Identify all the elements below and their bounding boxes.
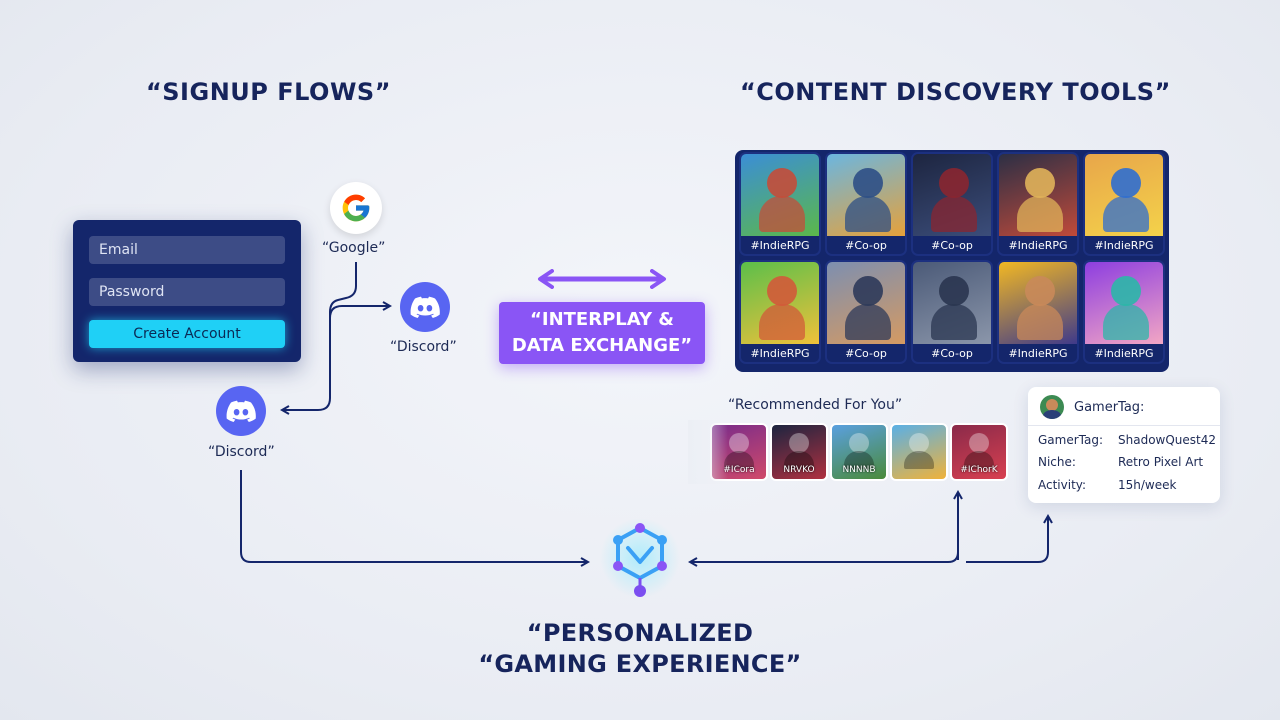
content-tile[interactable]: #Co-op: [825, 260, 907, 364]
recommended-fade-left: [688, 420, 728, 484]
discord-signin-button-right[interactable]: [400, 282, 450, 332]
content-tile[interactable]: #IndieRPG: [739, 260, 821, 364]
tile-tag: #Co-op: [931, 239, 973, 252]
content-tile[interactable]: #IndieRPG: [1083, 260, 1165, 364]
recommended-item[interactable]: #IChorK: [950, 423, 1008, 481]
content-tile[interactable]: #Co-op: [911, 260, 993, 364]
content-discovery-title: “CONTENT DISCOVERY TOOLS”: [740, 78, 1171, 106]
personalization-hub-icon: [600, 518, 680, 598]
content-tile[interactable]: #Co-op: [911, 152, 993, 256]
city-icon: [827, 262, 905, 344]
tile-tag: #IndieRPG: [1094, 347, 1154, 360]
recommended-tag: #ICora: [723, 465, 755, 475]
discord-icon: [226, 400, 256, 422]
recommended-item[interactable]: [890, 423, 948, 481]
create-account-button[interactable]: Create Account: [89, 320, 285, 348]
profile-niche-label: Niche:: [1038, 455, 1076, 469]
tile-tag: #Co-op: [845, 347, 887, 360]
avatar-icon: [1085, 262, 1163, 344]
dark-knight-icon: [913, 154, 991, 236]
profile-activity-label: Activity:: [1038, 478, 1087, 492]
content-tile[interactable]: #IndieRPG: [739, 152, 821, 256]
tile-tag: #Co-op: [845, 239, 887, 252]
tile-tag: #IndieRPG: [750, 239, 810, 252]
content-tile[interactable]: #IndieRPG: [997, 260, 1079, 364]
content-tile[interactable]: #Co-op: [825, 152, 907, 256]
profile-gamertag-value: ShadowQuest42: [1118, 433, 1217, 447]
adventurer-icon: [827, 154, 905, 236]
tile-tag: #IndieRPG: [1094, 239, 1154, 252]
recommended-to-hub-connector: [690, 494, 959, 562]
tile-tag: #IndieRPG: [1008, 347, 1068, 360]
avatar-icon: [1085, 154, 1163, 236]
recommended-tag: NRVKO: [783, 465, 815, 475]
google-icon: [342, 194, 370, 222]
profile-connector: [966, 516, 1048, 563]
interplay-line-2: DATA EXCHANGE”: [511, 335, 693, 356]
discord-label-left: “Discord”: [208, 444, 275, 460]
personalized-experience-title: “PERSONALIZED “GAMING EXPERIENCE”: [440, 618, 840, 680]
pixel-hero-icon: [741, 154, 819, 236]
profile-gamertag-label: GamerTag:: [1038, 433, 1104, 447]
avatar: [1040, 395, 1064, 419]
interplay-data-exchange-box: “INTERPLAY & DATA EXCHANGE”: [499, 302, 705, 364]
recommended-tag: NNNNB: [842, 465, 876, 475]
tile-tag: #Co-op: [931, 347, 973, 360]
profile-niche-value: Retro Pixel Art: [1118, 455, 1204, 469]
discord-signin-button-left[interactable]: [216, 386, 266, 436]
recommended-title: “Recommended For You”: [728, 397, 903, 413]
robot-icon: [999, 154, 1077, 236]
profile-activity-value: 15h/week: [1118, 478, 1177, 492]
tile-tag: #IndieRPG: [750, 347, 810, 360]
signup-form: Create Account: [73, 220, 301, 362]
tile-tag: #IndieRPG: [1008, 239, 1068, 252]
google-signin-button[interactable]: [330, 182, 382, 234]
recommended-item[interactable]: NRVKO: [770, 423, 828, 481]
google-label: “Google”: [322, 240, 386, 256]
avatar-icon: [999, 262, 1077, 344]
profile-card: GamerTag: GamerTag: ShadowQuest42 Niche:…: [1028, 387, 1220, 503]
content-tile[interactable]: #IndieRPG: [997, 152, 1079, 256]
personalized-line-1: “PERSONALIZED: [526, 619, 754, 647]
content-tile[interactable]: #IndieRPG: [1083, 152, 1165, 256]
mech-icon: [913, 262, 991, 344]
interplay-line-1: “INTERPLAY &: [530, 309, 674, 330]
discord-icon: [410, 296, 440, 318]
pixel-monster-icon: [741, 262, 819, 344]
discord-label-right: “Discord”: [390, 339, 457, 355]
profile-divider: [1028, 425, 1220, 426]
recommended-item[interactable]: NNNNB: [830, 423, 888, 481]
profile-header: GamerTag:: [1074, 400, 1145, 415]
password-field[interactable]: [89, 278, 285, 306]
signup-to-hub-connector: [240, 470, 588, 562]
recommended-tag: #IChorK: [960, 465, 998, 475]
personalized-line-2: “GAMING EXPERIENCE”: [478, 650, 802, 678]
email-field[interactable]: [89, 236, 285, 264]
discord-branch-connector: [329, 306, 390, 319]
signup-flows-title: “SIGNUP FLOWS”: [146, 78, 391, 106]
